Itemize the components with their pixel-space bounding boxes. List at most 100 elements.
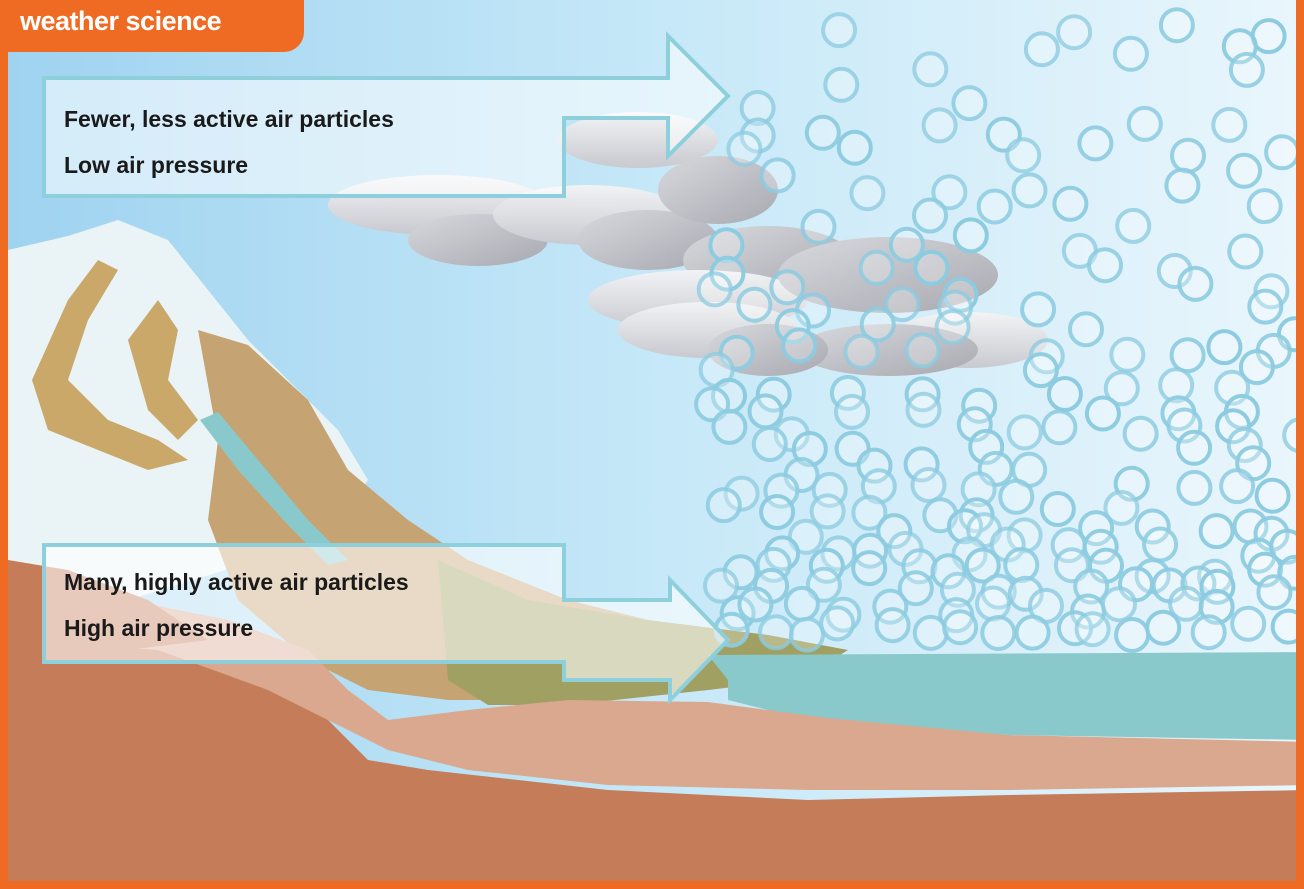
air-particle	[1158, 7, 1195, 44]
air-particle	[1006, 414, 1043, 451]
air-particle	[1206, 329, 1243, 366]
air-particle	[1014, 614, 1051, 651]
air-particle	[921, 107, 958, 144]
air-particle	[1176, 429, 1213, 466]
air-pressure-scene	[8, 0, 1296, 881]
air-particle	[1264, 134, 1296, 171]
air-particle	[912, 614, 949, 651]
air-particle	[821, 12, 858, 49]
air-particle	[1215, 408, 1252, 445]
air-particle	[1126, 105, 1163, 142]
air-particle	[931, 174, 968, 211]
air-particle	[904, 332, 941, 369]
air-particle	[1005, 137, 1042, 174]
air-particle	[736, 286, 773, 323]
air-particle	[1056, 14, 1093, 51]
air-particle	[1041, 409, 1078, 446]
air-particle	[1247, 288, 1284, 325]
air-particle	[888, 226, 925, 263]
air-particle	[1023, 31, 1060, 68]
air-particle	[1177, 265, 1214, 302]
air-particle	[739, 117, 776, 154]
air-particle	[1101, 586, 1137, 623]
air-particle	[849, 175, 886, 212]
air-particle	[722, 554, 759, 591]
air-particle	[912, 51, 949, 88]
high-pressure-value: High air pressure	[64, 615, 254, 641]
air-particle	[1230, 605, 1267, 642]
lake	[708, 652, 1296, 740]
air-particle	[951, 85, 988, 122]
air-particle	[1007, 575, 1044, 612]
air-particle	[1046, 376, 1083, 412]
weather-science-badge: weather science	[8, 0, 304, 52]
air-particle	[1142, 526, 1179, 563]
air-particle	[747, 393, 784, 430]
air-particle	[1112, 35, 1149, 72]
air-particle	[930, 553, 967, 590]
air-particle	[1226, 427, 1263, 463]
air-particle	[1238, 349, 1275, 386]
air-particle	[726, 130, 763, 167]
air-particle	[774, 308, 811, 345]
air-particle	[851, 550, 888, 587]
air-particle	[737, 586, 774, 623]
air-particle	[1190, 614, 1227, 651]
air-particle	[759, 157, 796, 194]
air-particle	[1156, 253, 1193, 289]
air-particle	[942, 609, 979, 646]
air-particle	[1228, 51, 1265, 88]
air-particle	[809, 493, 846, 530]
air-particle	[903, 446, 940, 483]
air-particle	[851, 494, 888, 531]
air-particle	[1211, 106, 1248, 143]
air-particle	[789, 616, 825, 653]
river	[200, 412, 348, 565]
low-pressure-description: Fewer, less active air particles	[64, 106, 394, 132]
air-particle	[1020, 291, 1057, 328]
air-particle	[1270, 608, 1296, 645]
air-particle	[998, 478, 1035, 515]
air-particle	[1087, 247, 1123, 284]
air-particle	[1158, 367, 1195, 404]
air-particle	[1068, 311, 1104, 348]
air-particle	[1176, 469, 1213, 506]
air-particle	[934, 309, 971, 345]
air-particle	[939, 571, 976, 608]
air-particle	[1039, 491, 1076, 527]
mountain-streaks-2	[128, 300, 198, 440]
air-particle	[1198, 513, 1235, 550]
air-particle	[960, 471, 997, 508]
air-particle	[763, 472, 800, 509]
air-particle	[859, 306, 896, 343]
air-particle	[964, 547, 1001, 584]
air-particle	[800, 208, 837, 245]
high-pressure-description: Many, highly active air particles	[64, 569, 409, 595]
air-particle	[1254, 477, 1291, 514]
air-particle	[1269, 528, 1296, 565]
air-particle	[1164, 167, 1201, 204]
mountain-streaks	[32, 260, 188, 470]
low-pressure-arrow	[42, 31, 731, 198]
air-particle	[1109, 336, 1146, 373]
air-particle	[1011, 172, 1048, 209]
air-particle	[858, 249, 895, 286]
air-particle	[1006, 517, 1043, 554]
air-particle	[758, 614, 794, 651]
air-particle	[1145, 609, 1182, 646]
air-particle	[876, 513, 913, 550]
air-particle	[1077, 125, 1114, 162]
air-particle	[1103, 489, 1140, 526]
air-particle	[1134, 558, 1171, 595]
low-pressure-value: Low air pressure	[64, 152, 249, 178]
air-particle	[1022, 352, 1059, 389]
air-particle	[783, 585, 820, 622]
air-particles	[694, 7, 1296, 653]
air-particle	[1122, 415, 1159, 452]
air-particle	[804, 114, 841, 151]
air-particle	[1074, 611, 1111, 648]
air-particle	[905, 391, 942, 428]
air-particle	[1134, 508, 1171, 545]
air-particle	[751, 426, 788, 462]
